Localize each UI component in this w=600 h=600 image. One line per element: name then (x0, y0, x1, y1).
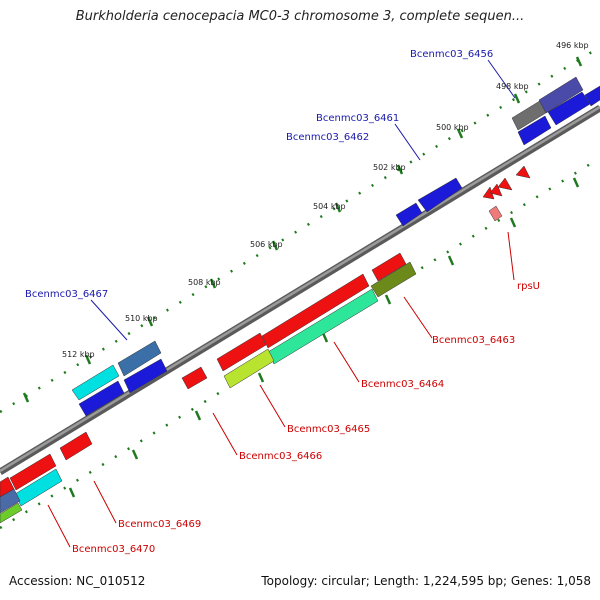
gene-rpsu-c[interactable] (497, 177, 513, 191)
gene-bcenmc03-6463-b[interactable] (370, 261, 417, 298)
chromosome-backbone (0, 105, 600, 475)
kbp-label-496: 496 kbp (556, 41, 589, 50)
gene-bcenmc03-6469-b[interactable] (9, 453, 57, 491)
label-bcenmc03-6461[interactable]: Bcenmc03_6461 (316, 113, 399, 124)
forward-genes[interactable] (71, 76, 600, 417)
outer-dotted-track (0, 45, 600, 414)
map-title: Burkholderia cenocepacia MC0-3 chromosom… (75, 9, 525, 24)
label-rpsu[interactable]: rpsU (517, 281, 540, 292)
gene-bcenmc03-6464[interactable] (261, 273, 370, 349)
kbp-label-500: 500 kbp (436, 123, 469, 132)
label-bcenmc03-6467[interactable]: Bcenmc03_6467 (25, 289, 108, 300)
gene-bcenmc03-6461[interactable] (417, 177, 463, 213)
outer-major-ticks (22, 56, 583, 403)
gene-bcenmc03-6462[interactable] (395, 202, 423, 227)
gene-bcenmc03-6463-a[interactable] (371, 252, 407, 282)
genome-summary: Topology: circular; Length: 1,224,595 bp… (261, 574, 591, 588)
reverse-genes[interactable] (0, 165, 531, 524)
gene-labels: Bcenmc03_6456 Bcenmc03_6461 Bcenmc03_646… (25, 49, 540, 555)
gene-bcenmc03-6469-a[interactable] (59, 431, 93, 461)
gene-bcenmc03-6470-a[interactable] (14, 468, 63, 507)
label-bcenmc03-6463[interactable]: Bcenmc03_6463 (432, 335, 515, 346)
gene-bcenmc03-6459[interactable] (547, 91, 591, 126)
gene-bcenmc03-6468-b[interactable] (78, 380, 125, 417)
kbp-label-512: 512 kbp (62, 350, 95, 359)
label-bcenmc03-6465[interactable]: Bcenmc03_6465 (287, 424, 370, 435)
gene-bcenmc03-6458[interactable] (517, 115, 552, 146)
gene-bcenmc03-6466-b[interactable] (181, 366, 208, 390)
gene-rpsu-d[interactable] (515, 165, 531, 179)
label-bcenmc03-6469[interactable]: Bcenmc03_6469 (118, 519, 201, 530)
kbp-label-508: 508 kbp (188, 278, 221, 287)
label-bcenmc03-6466[interactable]: Bcenmc03_6466 (239, 451, 322, 462)
kbp-label-510: 510 kbp (125, 314, 158, 323)
gene-rpsu-e[interactable] (488, 205, 503, 222)
gene-bcenmc03-6470-c[interactable] (0, 502, 23, 524)
gene-rpsu-b[interactable] (489, 183, 503, 197)
gene-bcenmc03-6470-b[interactable] (0, 488, 21, 514)
kbp-label-502: 502 kbp (373, 163, 406, 172)
gene-bcenmc03-6465-b[interactable] (223, 348, 275, 389)
gene-bcenmc03-6456-b[interactable] (538, 76, 584, 114)
scale-labels: 496 kbp 498 kbp 500 kbp 502 kbp 504 kbp … (62, 41, 589, 359)
label-bcenmc03-6456[interactable]: Bcenmc03_6456 (410, 49, 493, 60)
gene-bcenmc03-6467-a[interactable] (117, 340, 162, 377)
label-bcenmc03-6464[interactable]: Bcenmc03_6464 (361, 379, 444, 390)
gene-bcenmc03-6466-a[interactable] (216, 332, 267, 372)
kbp-label-506: 506 kbp (250, 240, 283, 249)
gene-bcenmc03-6468-a[interactable] (123, 358, 168, 394)
gene-bcenmc03-6467-b[interactable] (71, 364, 120, 401)
inner-major-ticks (68, 177, 580, 498)
accession-label: Accession: NC_010512 (9, 574, 146, 588)
label-bcenmc03-6470[interactable]: Bcenmc03_6470 (72, 544, 155, 555)
kbp-label-504: 504 kbp (313, 202, 346, 211)
kbp-label-498: 498 kbp (496, 82, 529, 91)
label-bcenmc03-6462[interactable]: Bcenmc03_6462 (286, 132, 369, 143)
label-leader-lines (47, 59, 516, 548)
